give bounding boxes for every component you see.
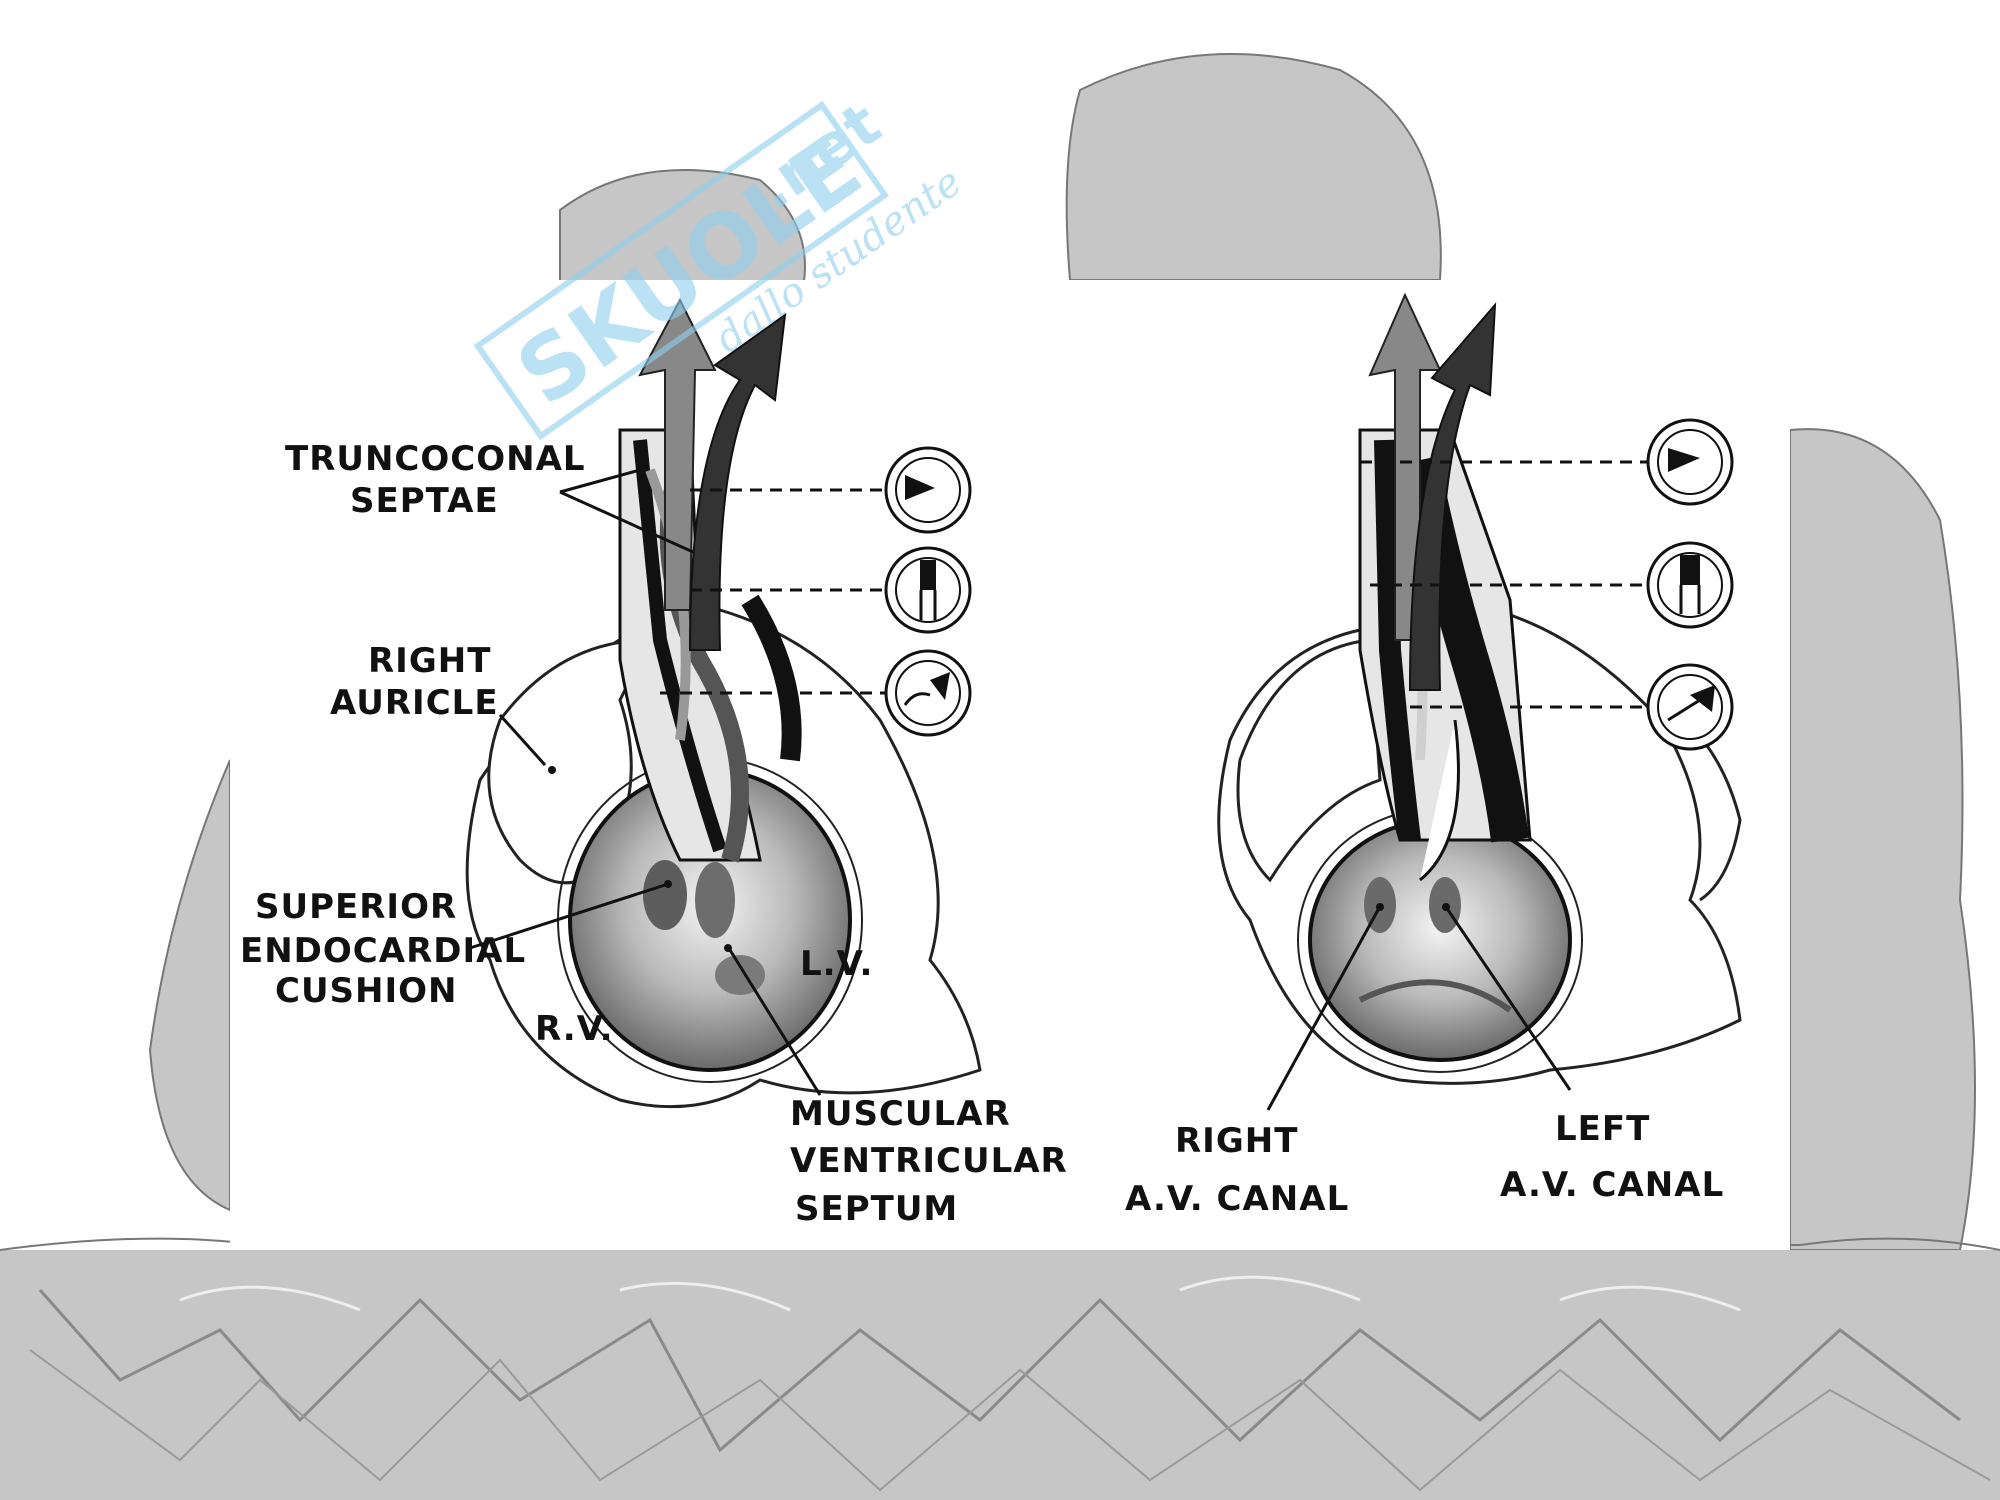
label-left-av-canal-line1: LEFT: [1555, 1109, 1650, 1149]
right-cross-section-upper: [1646, 418, 1734, 506]
label-right-av-canal-line1: RIGHT: [1175, 1121, 1298, 1161]
label-muscular-line2: VENTRICULAR: [790, 1141, 1068, 1181]
endocardial-cushion: [643, 860, 687, 930]
label-lv: L.V.: [800, 944, 873, 984]
label-left-av-canal-line2: A.V. CANAL: [1500, 1165, 1724, 1205]
label-muscular-line1: MUSCULAR: [790, 1094, 1011, 1134]
right-cross-section-middle: [1646, 541, 1734, 629]
cross-section-upper: [884, 446, 972, 534]
aortic-flow-arrow: [688, 312, 787, 651]
label-right-av-canal-line2: A.V. CANAL: [1125, 1179, 1349, 1219]
label-truncoconal-line1: TRUNCOCONAL: [285, 439, 586, 479]
right-cross-section-lower: [1646, 663, 1734, 751]
label-rv: R.V.: [535, 1009, 614, 1049]
label-truncoconal-line2: SEPTAE: [350, 481, 499, 521]
cross-section-lower: [884, 649, 972, 737]
label-superior-line1: SUPERIOR: [255, 887, 457, 927]
label-right-auricle-line1: RIGHT: [368, 641, 491, 681]
pulmonary-flow-arrow: [638, 297, 717, 611]
label-superior-line2: ENDOCARDIAL: [240, 931, 526, 971]
label-superior-line3: CUSHION: [275, 971, 458, 1011]
label-right-auricle-line2: AURICLE: [330, 683, 499, 723]
right-heart-diagram: RIGHT A.V. CANAL LEFT A.V. CANAL: [1125, 292, 1742, 1219]
label-muscular-line3: SEPTUM: [795, 1189, 958, 1229]
right-aortic-flow-arrow: [1408, 302, 1497, 691]
cross-section-middle: [884, 546, 972, 634]
left-heart-diagram: TRUNCOCONAL SEPTAE RIGHT AURICLE SUPERIO…: [240, 297, 1068, 1229]
